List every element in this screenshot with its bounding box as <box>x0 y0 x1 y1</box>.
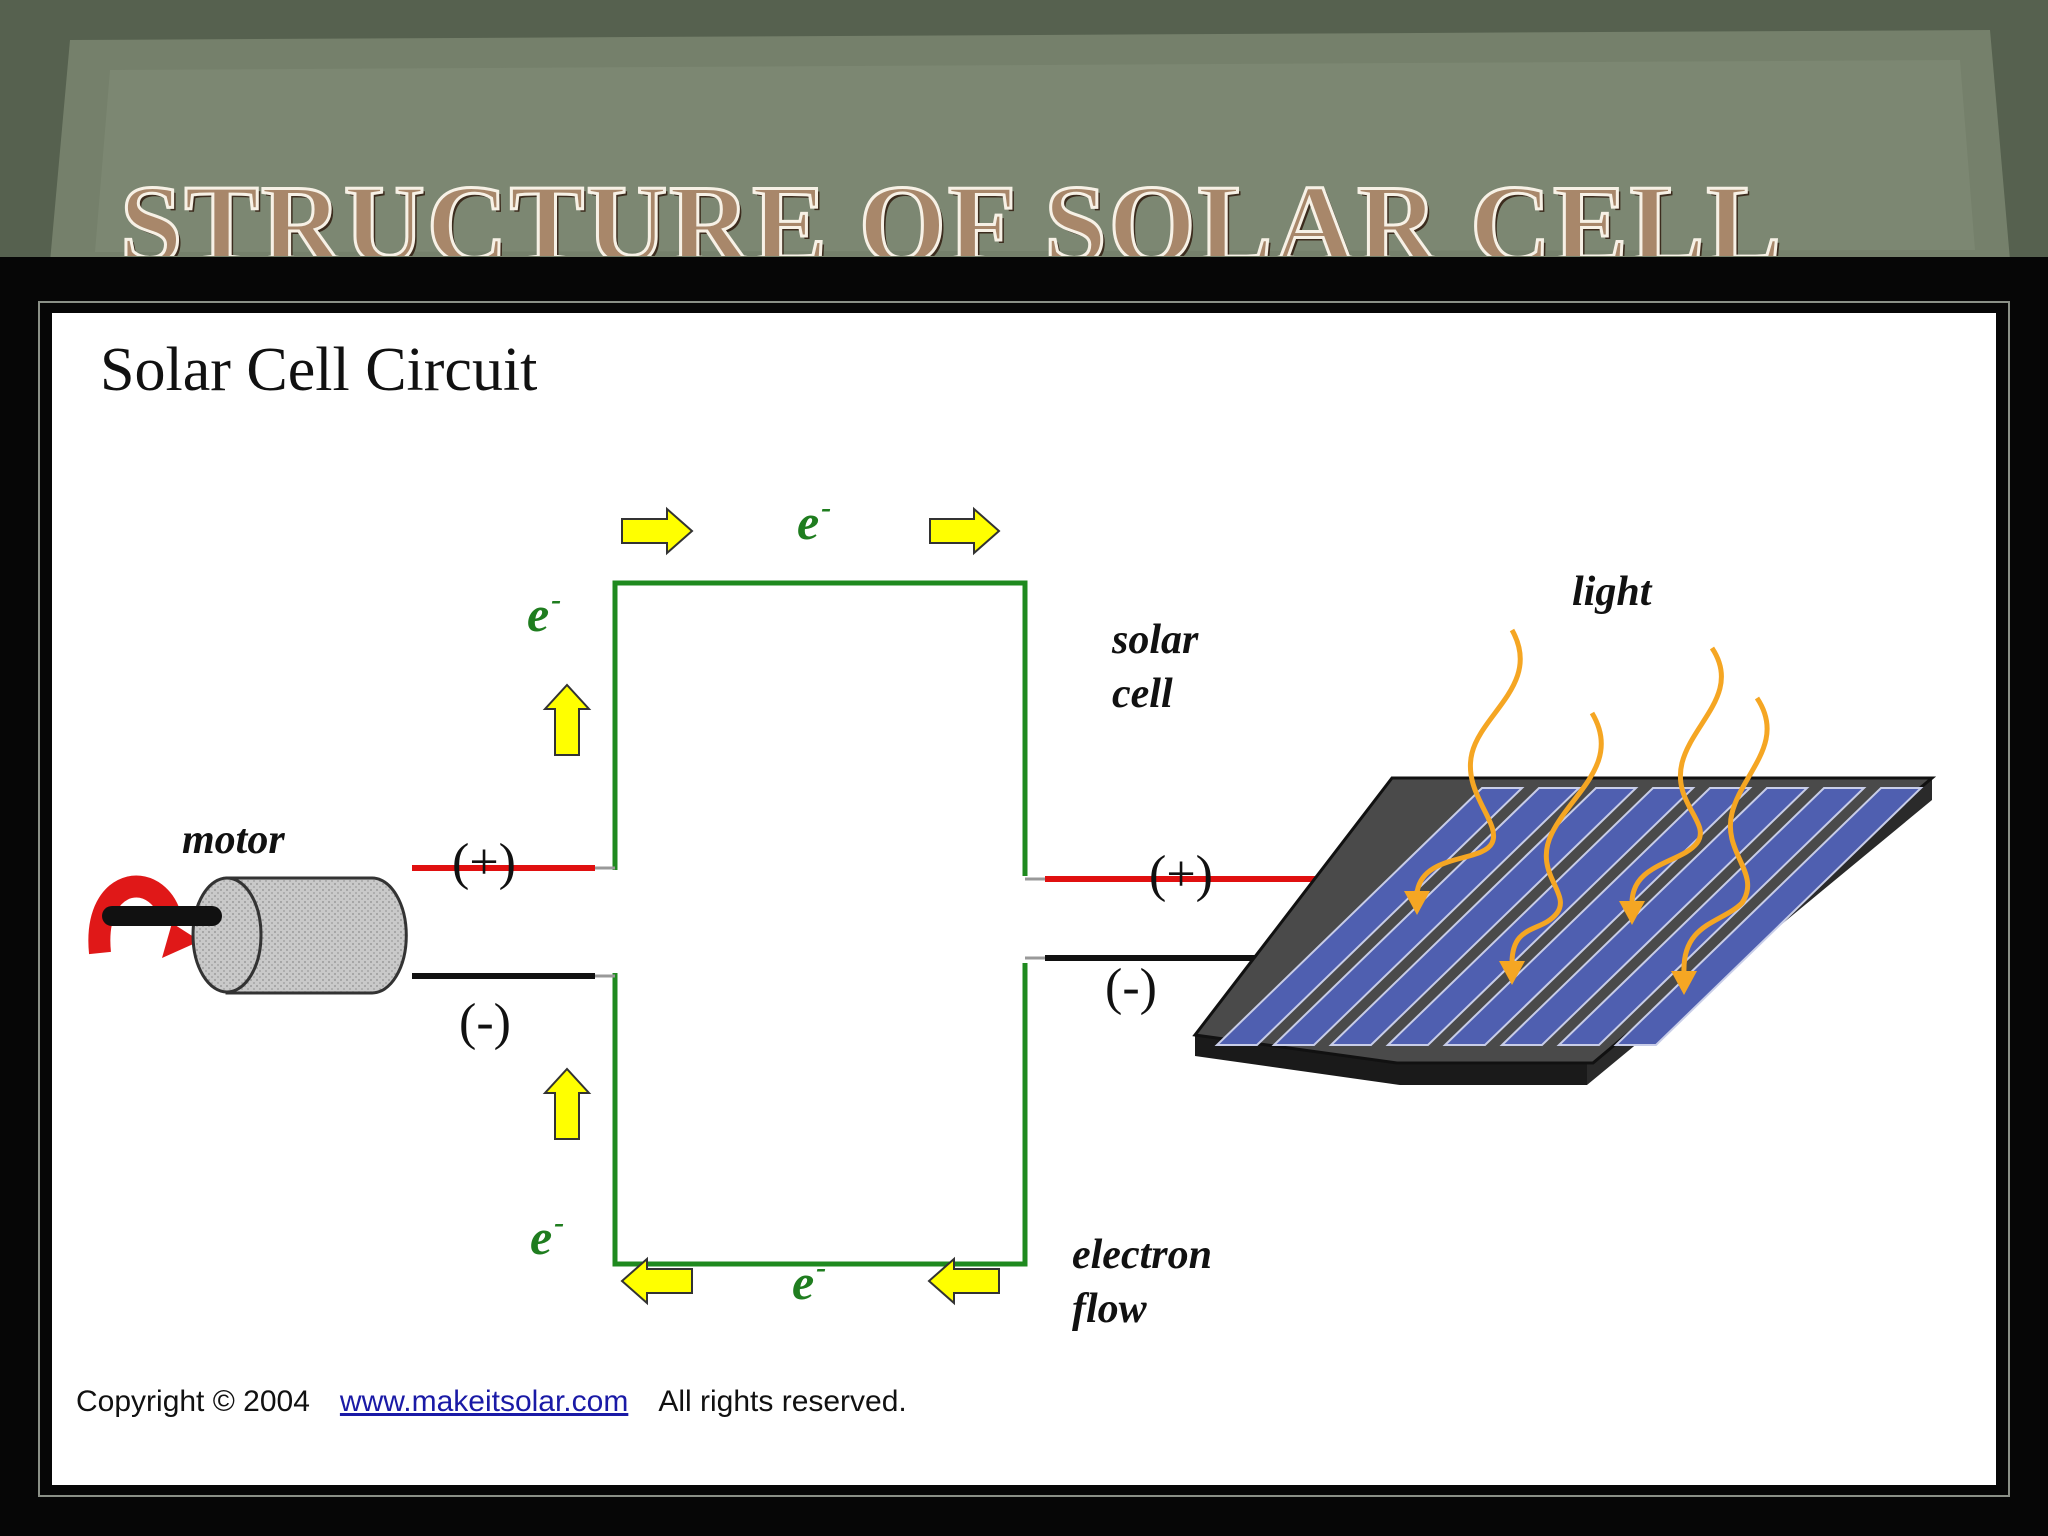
arrow-up-icon <box>542 1067 592 1140</box>
copyright-footer: Copyright © 2004 www.makeitsolar.com All r… <box>76 1385 907 1419</box>
rights-text: All rights reserved. <box>658 1385 907 1418</box>
motor-negative-label: (-) <box>459 994 511 1051</box>
light-arrowheads <box>1404 891 1697 995</box>
electron-symbol-top: e- <box>797 491 832 550</box>
arrow-right-icon <box>929 506 1001 556</box>
diagram-title: Solar Cell Circuit <box>100 336 538 404</box>
electron-flow-arrows <box>542 506 1001 1306</box>
cell-negative-label: (-) <box>1105 959 1157 1016</box>
copyright-text: Copyright © 2004 <box>76 1385 310 1418</box>
arrow-left-icon <box>620 1256 693 1306</box>
motor-positive-label: (+) <box>452 834 516 891</box>
solar-cell-label: solar cell <box>1112 617 1199 717</box>
website-link[interactable]: www.makeitsolar.com <box>339 1385 629 1418</box>
circuit-loop <box>612 580 1028 1267</box>
electron-symbol-left-lower: e- <box>530 1206 565 1265</box>
electron-symbol-left-upper: e- <box>527 583 562 642</box>
motor-icon <box>88 875 408 995</box>
light-label: light <box>1572 569 1652 615</box>
electron-symbol-bottom: e- <box>792 1251 827 1310</box>
diagram-panel: Solar Cell Circuit motor (+) (-) (+) (-)… <box>52 313 1996 1485</box>
frame-border <box>38 301 2010 1497</box>
slide-title: STRUCTURE OF SOLAR CELL <box>120 162 1784 257</box>
electron-flow-label: electron flow <box>1072 1232 1212 1332</box>
solar-cell-circuit-diagram <box>88 506 1937 1306</box>
light-rays-icon <box>1414 628 1770 974</box>
cell-positive-label: (+) <box>1149 846 1213 903</box>
solar-panel-icon <box>1192 776 1937 1085</box>
arrow-right-icon <box>621 506 694 556</box>
arrow-up-icon <box>542 683 592 756</box>
image-frame: Solar Cell Circuit motor (+) (-) (+) (-)… <box>0 257 2048 1536</box>
arrow-left-icon <box>927 1256 1000 1306</box>
motor-label: motor <box>182 817 285 863</box>
